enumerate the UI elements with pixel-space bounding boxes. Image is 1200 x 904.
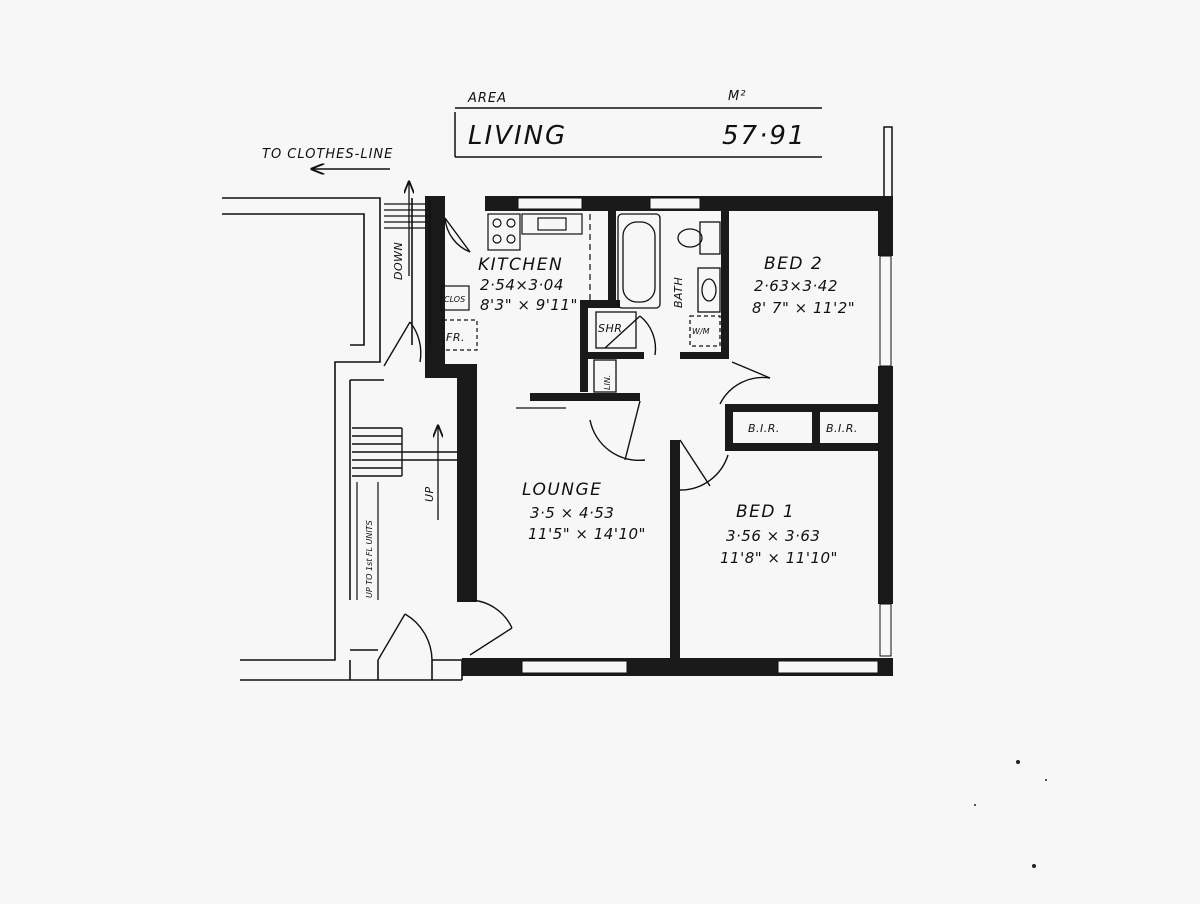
area-value: 57·91 xyxy=(722,121,806,151)
lounge-metric: 3·5 × 4·53 xyxy=(530,504,614,522)
bath-label: BATH xyxy=(672,277,685,308)
sink-counter xyxy=(521,213,583,235)
down-label: DOWN xyxy=(392,242,405,280)
lounge-name: LOUNGE xyxy=(522,480,602,500)
shower-label: SHR xyxy=(598,322,622,335)
washing-machine-label: W/M xyxy=(692,327,710,336)
bed2-metric: 2·63×3·42 xyxy=(754,277,838,295)
windows xyxy=(517,197,892,674)
toilet-bowl xyxy=(677,228,703,248)
interior-walls xyxy=(530,211,885,658)
area-header: AREA xyxy=(467,91,507,106)
stair-treads-down xyxy=(384,203,428,229)
window-mark xyxy=(883,126,893,198)
fridge-label: FR. xyxy=(446,331,465,344)
kitchen-metric: 2·54×3·04 xyxy=(480,276,564,294)
room-bed2: BED 2 2·63×3·42 8' 7" × 11'2" xyxy=(752,254,855,317)
bed1-metric: 3·56 × 3·63 xyxy=(726,527,820,545)
up-to-units-label: UP TO 1st FL UNITS xyxy=(365,520,374,598)
bed1-name: BED 1 xyxy=(736,502,795,522)
unit-header: M² xyxy=(728,89,746,104)
up-label: UP xyxy=(423,486,436,502)
stove xyxy=(487,213,521,251)
linen-label: LIN. xyxy=(603,375,612,390)
room-bed1: BED 1 3·56 × 3·63 11'8" × 11'10" xyxy=(720,502,838,567)
washing-machine-box xyxy=(689,315,721,347)
basin xyxy=(697,267,721,313)
toilet-cistern xyxy=(699,221,721,255)
fridge-box xyxy=(442,319,478,351)
bath-fixtures xyxy=(593,213,721,393)
linen-box xyxy=(593,359,617,393)
kitchen-fixtures xyxy=(440,213,591,351)
bed2-imperial: 8' 7" × 11'2" xyxy=(752,299,855,317)
clothes-line-label: TO CLOTHES-LINE xyxy=(262,147,393,162)
bed2-name: BED 2 xyxy=(764,254,823,274)
closet-label: CLOS xyxy=(444,295,465,304)
shower-box xyxy=(595,311,637,349)
scan-specks xyxy=(974,760,1047,868)
area-table: AREA M² LIVING 57·91 xyxy=(454,89,822,158)
kitchen-name: KITCHEN xyxy=(478,255,563,275)
bir-right-label: B.I.R. xyxy=(826,422,858,435)
door-swings xyxy=(377,217,771,661)
bir-left-label: B.I.R. xyxy=(748,422,780,435)
bed1-imperial: 11'8" × 11'10" xyxy=(720,549,838,567)
stairwell xyxy=(222,197,463,681)
kitchen-imperial: 8'3" × 9'11" xyxy=(480,296,578,314)
lounge-imperial: 11'5" × 14'10" xyxy=(528,525,646,543)
stair-treads-up xyxy=(352,427,458,477)
bathtub xyxy=(617,213,661,309)
closet-box xyxy=(440,285,470,311)
room-lounge: LOUNGE 3·5 × 4·53 11'5" × 14'10" xyxy=(522,480,646,543)
room-kitchen: KITCHEN 2·54×3·04 8'3" × 9'11" xyxy=(478,255,578,314)
room-type-label: LIVING xyxy=(468,121,567,151)
